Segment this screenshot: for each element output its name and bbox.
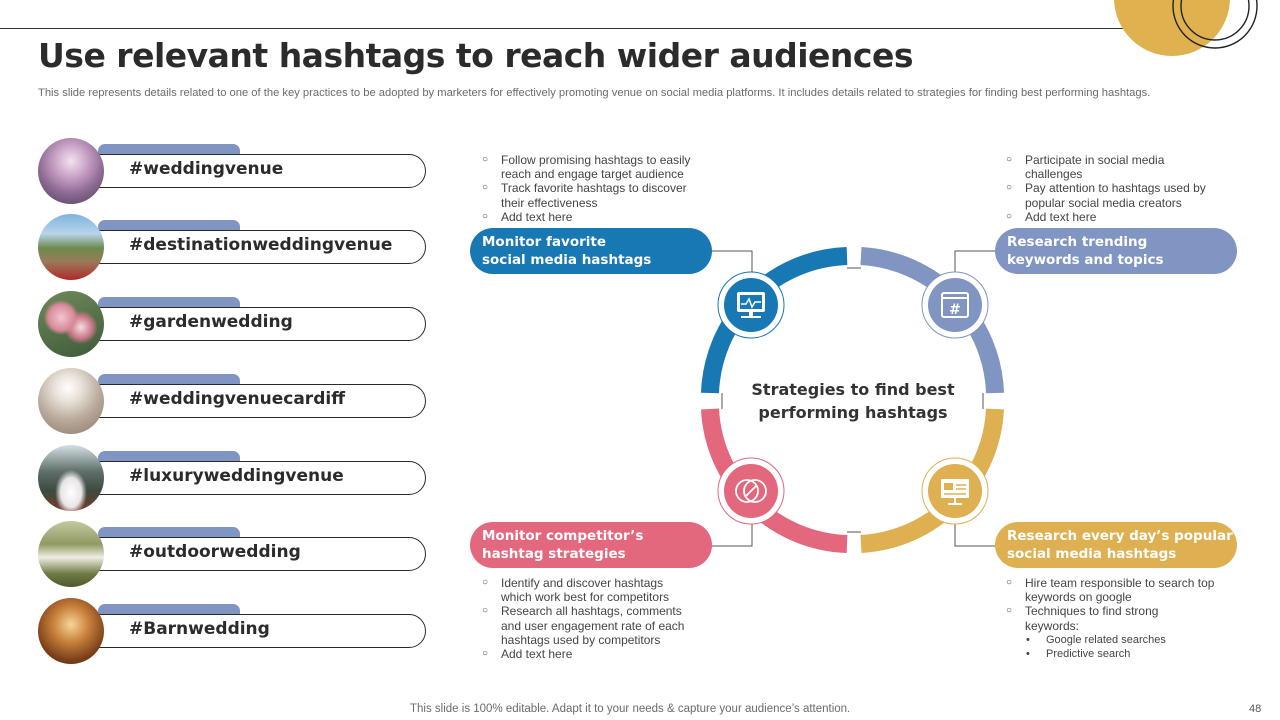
hashtag-item: #destinationweddingvenue [38,214,428,280]
bullet-item: Add text here [482,210,690,224]
connector-bottom-right [954,520,996,547]
tag-pill [82,154,426,188]
hashtag-label: #gardenwedding [129,312,293,332]
bullet-item: Hire team responsible to search topkeywo… [1006,576,1214,604]
hashtag-label: #outdoorwedding [129,542,301,562]
svg-text:#: # [949,302,961,318]
ring-center-label: Strategies to find best performing hasht… [751,380,955,422]
flower-bouquet-photo [38,291,104,357]
strategy-badge-monitor-favorite: Monitor favorite social media hashtags [470,228,712,274]
footer-note: This slide is 100% editable. Adapt it to… [410,703,851,715]
luxury-hall-photo [38,445,104,511]
hashtag-item: #gardenwedding [38,291,428,357]
sub-bullet-item: Google related searches [1006,633,1214,647]
hashtag-label: #destinationweddingvenue [129,235,393,255]
page-number: 48 [1249,703,1262,715]
strategy-badge-monitor-competitor: Monitor competitor’s hashtag strategies [470,522,712,568]
bullet-item: Follow promising hashtags to easilyreach… [482,153,690,181]
corner-decoration [1114,0,1258,56]
page-subtitle: This slide represents details related to… [38,87,1151,99]
bullet-item: Track favorite hashtags to discovertheir… [482,181,690,209]
tag-pill [82,230,426,264]
hashtag-window-icon: # [921,271,989,339]
hashtag-label: #luxuryweddingvenue [129,466,344,486]
target-search-icon [717,457,785,525]
sub-bullet-item: Predictive search [1006,647,1214,661]
tag-pill [82,384,426,418]
hashtag-label: #weddingvenuecardiff [129,389,345,409]
bullet-item: Add text here [482,647,684,661]
hashtag-item: #luxuryweddingvenue [38,445,428,511]
monitor-chart-icon [717,271,785,339]
wedding-hall-photo [38,138,104,204]
outdoor-table-photo [38,521,104,587]
strategy-badge-research-popular: Research every day’s popular social medi… [995,522,1237,568]
presentation-board-icon [921,457,989,525]
connector-bottom-left [711,520,753,547]
strategy-badge-research-trending: Research trending keywords and topics [995,228,1237,274]
hashtag-item: #Barnwedding [38,598,428,664]
barn-hall-photo [38,598,104,664]
banquet-table-photo [38,368,104,434]
tag-pill [82,537,426,571]
hashtag-label: #Barnwedding [129,619,270,639]
page-title: Use relevant hashtags to reach wider aud… [38,36,914,75]
bullets-research-popular: Hire team responsible to search topkeywo… [1006,576,1214,661]
tag-pill [82,307,426,341]
destination-venue-photo [38,214,104,280]
hashtag-label: #weddingvenue [129,159,284,179]
hashtag-item: #weddingvenue [38,138,428,204]
bullet-item: Add text here [1006,210,1206,224]
tag-pill [82,461,426,495]
connector-top-left [711,250,753,275]
bullet-item: Pay attention to hashtags used bypopular… [1006,181,1206,209]
tag-pill [82,614,426,648]
hashtag-item: #outdoorwedding [38,521,428,587]
bullets-monitor-favorite: Follow promising hashtags to easilyreach… [482,153,690,224]
header-rule [0,28,1130,29]
hashtag-item: #weddingvenuecardiff [38,368,428,434]
connector-top-right [954,250,996,275]
